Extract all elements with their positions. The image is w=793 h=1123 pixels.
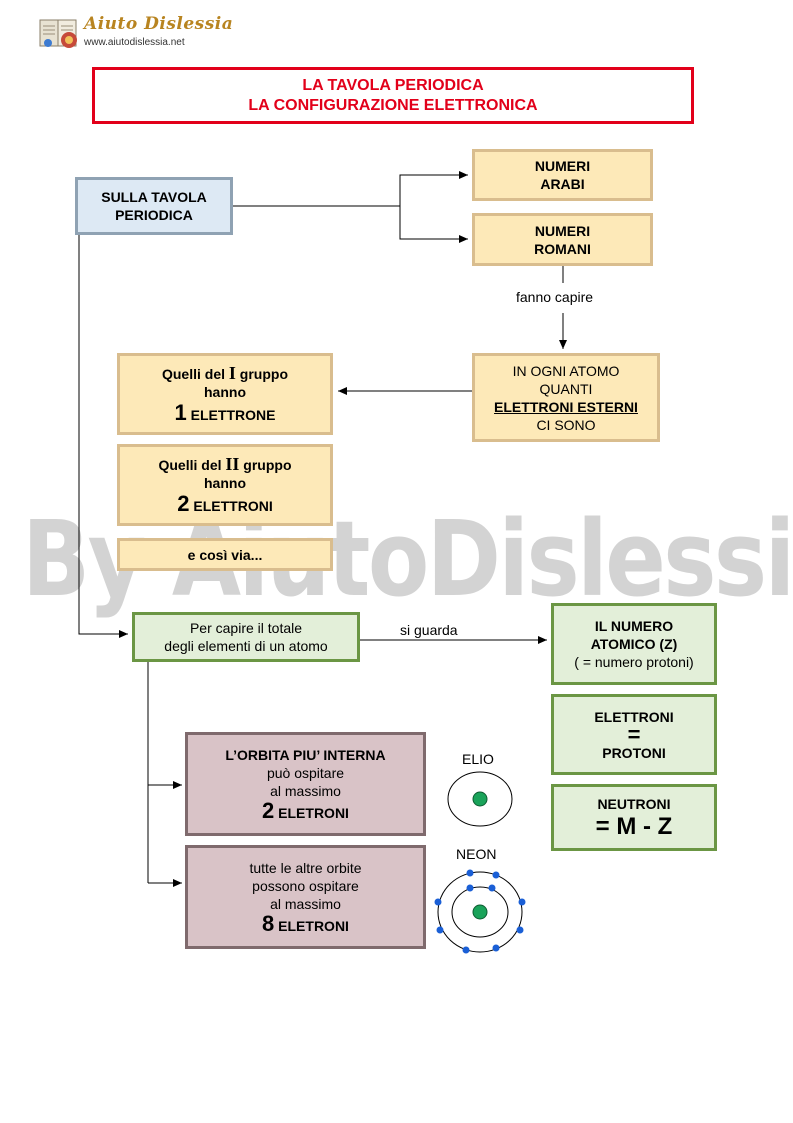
neutroni-box: NEUTRONI = M - Z <box>551 784 717 851</box>
orbita-interna-unit: ELETRONI <box>274 805 349 821</box>
elettroni-protoni-equals: = <box>627 721 641 747</box>
numeri-romani-line-1: NUMERI <box>534 222 591 239</box>
neon-electron <box>488 884 496 892</box>
numero-atomico-box: IL NUMERO ATOMICO (Z) ( = numero protoni… <box>551 603 717 685</box>
numeri-romani-line-2: ROMANI <box>534 240 591 257</box>
altre-orbite-line-2: possono ospitare <box>252 878 359 894</box>
gruppo-2-line-3: 2 ELETTRONI <box>177 493 273 515</box>
logo-title: Aiuto Dislessia <box>84 14 234 34</box>
in-ogni-atomo-box: IN OGNI ATOMO QUANTI ELETTRONI ESTERNI C… <box>472 353 660 442</box>
neon-atom-diagram <box>434 869 526 954</box>
title-line-2: LA CONFIGURAZIONE ELETTRONICA <box>248 96 538 114</box>
neon-nucleus <box>472 904 488 920</box>
gruppo-2-suffix: gruppo <box>239 457 292 473</box>
per-capire-line-1: Per capire il totale <box>189 620 303 636</box>
numeri-arabi-line-1: NUMERI <box>534 158 591 174</box>
helium-orbit <box>447 771 513 827</box>
edge-label-si-guarda: si guarda <box>400 622 458 638</box>
in-ogni-atomo-line-2: QUANTI <box>539 380 593 397</box>
gruppo-2-number: 2 <box>177 491 190 516</box>
gruppo-1-roman: I <box>228 363 236 383</box>
altre-orbite-number: 8 <box>262 911 275 936</box>
neon-electron <box>492 944 500 952</box>
altre-orbite-line-1: tutte le altre orbite <box>249 860 362 876</box>
orbita-interna-number: 2 <box>262 798 275 823</box>
gruppo-1-number: 1 <box>174 400 187 425</box>
elettroni-protoni-line-3: PROTONI <box>602 744 666 761</box>
sulla-tavola-line-2: PERIODICA <box>115 207 193 223</box>
sulla-tavola-line-1: SULLA TAVOLA <box>101 189 207 205</box>
gruppo-1-line-3: 1 ELETTRONE <box>175 402 276 424</box>
neon-electron <box>462 946 470 954</box>
neon-outer-orbit <box>437 871 523 953</box>
gruppo-1-line-1: Quelli del I gruppo <box>162 364 288 383</box>
neutroni-formula: = M - Z <box>595 812 673 840</box>
cosi-via-text: e così via... <box>187 546 263 563</box>
gruppo-2-line-1: Quelli del II gruppo <box>158 455 291 474</box>
numero-atomico-line-2: ATOMICO (Z) <box>590 636 678 652</box>
numeri-arabi-box: NUMERI ARABI <box>472 149 653 201</box>
numeri-romani-box: NUMERI ROMANI <box>472 213 653 266</box>
numeri-arabi-line-2: ARABI <box>540 176 585 192</box>
altre-orbite-box: tutte le altre orbite possono ospitare a… <box>185 845 426 949</box>
gruppo-1-unit: ELETTRONE <box>186 407 276 423</box>
elettroni-protoni-line-1: ELETTRONI <box>594 708 674 725</box>
in-ogni-atomo-line-4: CI SONO <box>536 416 596 433</box>
gruppo-1-line-2: hanno <box>204 384 246 400</box>
neon-electron <box>466 869 474 877</box>
atom-label-elio: ELIO <box>462 751 494 767</box>
logo-icon <box>38 16 82 52</box>
orbita-interna-line-4: 2 ELETRONI <box>262 800 349 822</box>
title-box: LA TAVOLA PERIODICA LA CONFIGURAZIONE EL… <box>92 67 694 124</box>
title-line-1: LA TAVOLA PERIODICA <box>302 76 484 94</box>
orbita-interna-line-2: può ospitare <box>266 765 345 781</box>
per-capire-box: Per capire il totale degli elementi di u… <box>132 612 360 662</box>
gruppo-1-box: Quelli del I gruppo hanno 1 ELETTRONE <box>117 353 333 435</box>
orbita-interna-line-1: L’ORBITA PIU’ INTERNA <box>225 747 386 763</box>
neon-electron <box>518 898 526 906</box>
neon-electron <box>492 871 500 879</box>
altre-orbite-line-3: al massimo <box>270 896 341 912</box>
neutroni-line-1: NEUTRONI <box>597 795 671 812</box>
in-ogni-atomo-line-1: IN OGNI ATOMO <box>512 362 620 379</box>
gruppo-2-roman: II <box>225 454 240 474</box>
orbita-interna-box: L’ORBITA PIU’ INTERNA può ospitare al ma… <box>185 732 426 836</box>
logo-url: www.aiutodislessia.net <box>84 37 185 48</box>
altre-orbite-line-4: 8 ELETRONI <box>262 913 349 935</box>
helium-nucleus <box>472 791 488 807</box>
gruppo-2-line-2: hanno <box>204 475 246 491</box>
atom-label-neon: NEON <box>456 846 497 862</box>
orbita-interna-line-3: al massimo <box>270 783 341 799</box>
gruppo-1-prefix: Quelli del <box>161 366 229 382</box>
helium-atom-diagram <box>447 771 513 827</box>
neon-inner-orbit <box>451 886 509 938</box>
neon-electron <box>466 884 474 892</box>
cosi-via-box: e così via... <box>117 538 333 571</box>
gruppo-2-box: Quelli del II gruppo hanno 2 ELETTRONI <box>117 444 333 526</box>
gruppo-2-prefix: Quelli del <box>158 457 226 473</box>
elettroni-protoni-box: ELETTRONI = PROTONI <box>551 694 717 775</box>
neon-electron <box>436 926 444 934</box>
numero-atomico-line-3: ( = numero protoni) <box>574 654 694 670</box>
gruppo-1-suffix: gruppo <box>235 366 289 382</box>
edge-label-fanno-capire: fanno capire <box>516 289 594 305</box>
sulla-tavola-periodica-box: SULLA TAVOLA PERIODICA <box>75 177 233 235</box>
neon-electron <box>434 898 442 906</box>
altre-orbite-unit: ELETRONI <box>274 918 349 934</box>
in-ogni-atomo-line-3: ELETTRONI ESTERNI <box>494 398 638 415</box>
numero-atomico-line-1: IL NUMERO <box>594 618 674 634</box>
neon-electron <box>516 926 524 934</box>
per-capire-line-2: degli elementi di un atomo <box>164 638 328 654</box>
gruppo-2-unit: ELETTRONI <box>189 498 273 514</box>
